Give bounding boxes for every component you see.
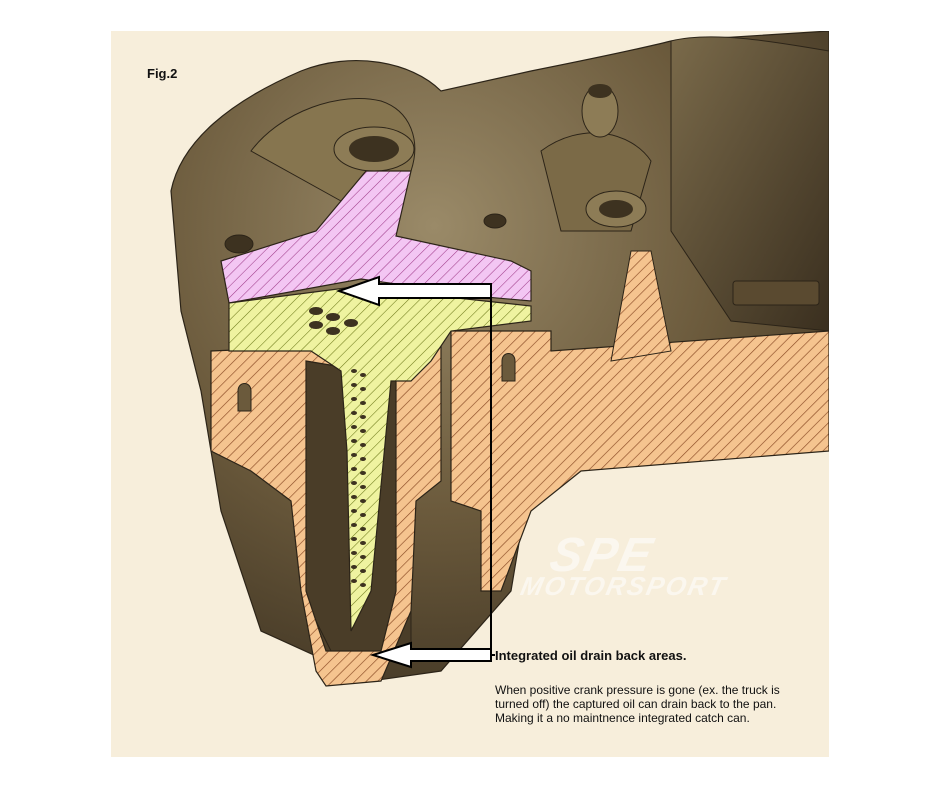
cross-section-illustration <box>170 31 829 687</box>
left-stud <box>237 383 252 412</box>
yellow-section <box>228 285 532 632</box>
casting-slot <box>732 280 820 306</box>
figure-label: Fig.2 <box>147 66 178 81</box>
right-stud <box>501 353 516 382</box>
catch-can-cross-section-figure: SPE MOTORSPORT Fig.2 Integrated oil drai… <box>111 31 829 757</box>
baffle-perforations <box>309 307 366 587</box>
callout-body: When positive crank pressure is gone (ex… <box>495 683 780 725</box>
callout-title: Integrated oil drain back areas. <box>495 648 687 663</box>
pink-section <box>220 170 532 304</box>
watermark-logo-motorsport: MOTORSPORT <box>517 571 730 601</box>
callout-arrows <box>335 275 492 669</box>
